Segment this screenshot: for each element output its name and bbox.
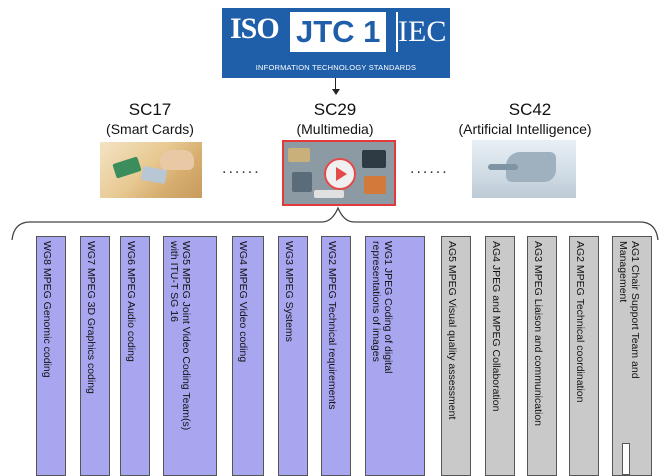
group-wg5: WG5 MPEG Joint Video Coding Team(s) with… xyxy=(163,236,217,476)
sc29-code: SC29 xyxy=(313,100,357,119)
sc42-code: SC42 xyxy=(508,100,552,119)
iec-logo-text: IEC xyxy=(396,12,446,52)
group-ag1: AG1 Chair Support Team and Management xyxy=(612,236,652,476)
group-ag4: AG4 JPEG and MPEG Collaboration xyxy=(485,236,515,476)
separator-dots-left: ...... xyxy=(222,160,261,177)
hierarchy-arrow xyxy=(335,78,336,91)
group-wg4: WG4 MPEG Video coding xyxy=(232,236,264,476)
group-ag3: AG3 MPEG Liaison and communication xyxy=(527,236,557,476)
group-label: AG3 MPEG Liaison and communication xyxy=(532,241,544,427)
group-label: AG4 JPEG and MPEG Collaboration xyxy=(490,241,502,412)
sc42-name: (Artificial Intelligence) xyxy=(458,121,592,137)
group-label: WG1 JPEG Coding of digital representatio… xyxy=(370,241,394,374)
group-wg2: WG2 MPEG Technical requirements xyxy=(321,236,351,476)
group-ag5: AG5 MPEG Visual quality assessment xyxy=(441,236,471,476)
logo-subtitle: INFORMATION TECHNOLOGY STANDARDS xyxy=(255,63,417,72)
group-wg3: WG3 MPEG Systems xyxy=(278,236,308,476)
artificial-intelligence-image xyxy=(472,140,576,198)
iso-logo-text: ISO xyxy=(230,12,280,45)
separator-dots-right: ...... xyxy=(410,160,449,177)
group-label: WG2 MPEG Technical requirements xyxy=(326,241,338,410)
group-label: AG1 Chair Support Team and Management xyxy=(617,241,641,379)
group-label: AG2 MPEG Technical coordination xyxy=(574,241,586,403)
group-label: WG5 MPEG Joint Video Coding Team(s) with… xyxy=(168,241,192,431)
group-wg8: WG8 MPEG Genomic coding xyxy=(36,236,66,476)
working-groups-brace xyxy=(11,206,659,241)
group-label: WG4 MPEG Video coding xyxy=(237,241,249,363)
sc17-name: (Smart Cards) xyxy=(106,121,194,137)
group-ag2: AG2 MPEG Technical coordination xyxy=(569,236,599,476)
group-label: WG6 MPEG Audio coding xyxy=(125,241,137,362)
group-label: AG5 MPEG Visual quality assessment xyxy=(446,241,458,420)
group-wg6: WG6 MPEG Audio coding xyxy=(120,236,150,476)
group-label: WG3 MPEG Systems xyxy=(283,241,295,342)
group-wg7: WG7 MPEG 3D Graphics coding xyxy=(80,236,110,476)
group-label: WG8 MPEG Genomic coding xyxy=(41,241,53,378)
play-icon xyxy=(324,158,356,190)
arrow-head-icon xyxy=(332,89,340,95)
group-label: WG7 MPEG 3D Graphics coding xyxy=(85,241,97,394)
sc29-name: (Multimedia) xyxy=(296,121,374,137)
smart-cards-image xyxy=(100,142,202,198)
jtc1-logo-text: JTC 1 xyxy=(290,12,387,52)
group-wg1: WG1 JPEG Coding of digital representatio… xyxy=(365,236,425,476)
sc17-code: SC17 xyxy=(128,100,172,119)
ag1-marker xyxy=(622,443,630,475)
multimedia-image xyxy=(282,140,396,206)
